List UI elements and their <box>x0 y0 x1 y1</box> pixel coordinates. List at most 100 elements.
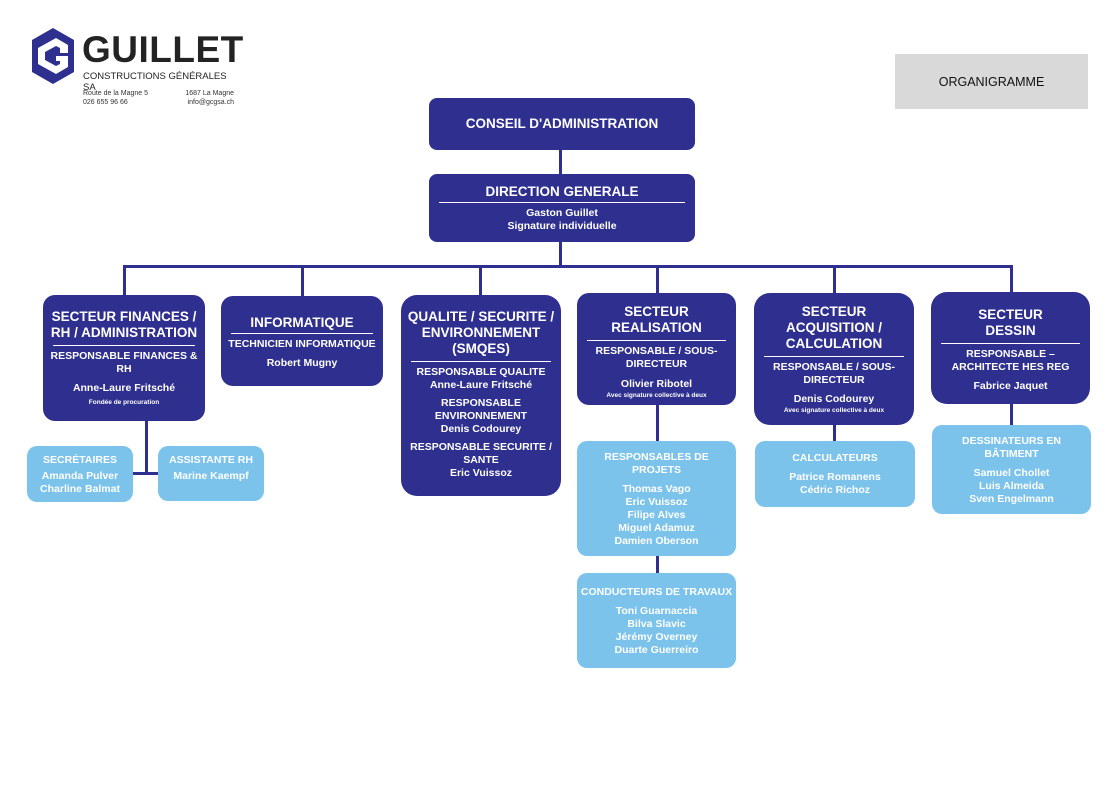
dessin-box: SECTEUR DESSIN RESPONSABLE – ARCHITECTE … <box>931 292 1090 404</box>
list-item: Toni Guarnaccia <box>615 605 698 617</box>
projets-title-line1: RESPONSABLES DE <box>604 451 709 463</box>
dessinateurs-box: DESSINATEURS EN BÂTIMENT Samuel Chollet … <box>932 425 1091 514</box>
dessinateurs-title-line1: DESSINATEURS EN <box>962 435 1061 447</box>
qualite-person3: Eric Vuissoz <box>449 467 513 479</box>
company-phone: 026 655 96 66 <box>83 99 128 106</box>
acquisition-note: Avec signature collective à deux <box>783 407 885 414</box>
secretaires-names: Amanda Pulver Charline Balmat <box>27 470 133 496</box>
list-item: Damien Oberson <box>614 535 699 547</box>
list-item: Duarte Guerreiro <box>614 644 699 656</box>
acquisition-title-line2: ACQUISITION / <box>785 320 882 335</box>
calculateurs-title: CALCULATEURS <box>792 452 878 464</box>
informatique-role: TECHNICIEN INFORMATIQUE <box>228 338 376 350</box>
document-label-text: ORGANIGRAMME <box>938 74 1045 89</box>
secretaires-box: SECRÉTAIRES Amanda Pulver Charline Balma… <box>27 446 133 502</box>
dessinateurs-names: Samuel Chollet Luis Almeida Sven Engelma… <box>932 467 1091 506</box>
board-box: CONSEIL D'ADMINISTRATION <box>429 98 695 150</box>
list-item: Sven Engelmann <box>969 493 1054 505</box>
assistante-box: ASSISTANTE RH Marine Kaempf <box>158 446 264 501</box>
connector-assistante <box>145 472 158 475</box>
connector-qualite <box>479 265 482 295</box>
dessin-person: Fabrice Jaquet <box>973 380 1048 392</box>
dessin-divider <box>941 343 1080 344</box>
connector-realisation-projets <box>656 405 659 441</box>
connector-realisation <box>656 265 659 293</box>
projets-title-line2: PROJETS <box>631 464 681 476</box>
qualite-box: QUALITE / SECURITE / ENVIRONNEMENT (SMQE… <box>401 295 561 496</box>
projets-names: Thomas Vago Eric Vuissoz Filipe Alves Mi… <box>577 483 736 548</box>
acquisition-divider <box>764 356 904 357</box>
finances-title-line2: RH / ADMINISTRATION <box>50 325 198 340</box>
company-name: GUILLET <box>82 29 244 70</box>
connector-acquisition <box>833 265 836 293</box>
list-item: Cédric Richoz <box>799 484 870 496</box>
realisation-role-line2: DIRECTEUR <box>625 358 688 370</box>
conducteurs-names: Toni Guarnaccia Bilva Slavic Jérémy Over… <box>577 605 736 657</box>
acquisition-title-line3: CALCULATION <box>785 336 883 351</box>
informatique-box: INFORMATIQUE TECHNICIEN INFORMATIQUE Rob… <box>221 296 383 386</box>
list-item: Amanda Pulver <box>41 470 119 482</box>
list-item: Luis Almeida <box>979 480 1044 492</box>
qualite-person1: Anne-Laure Fritsché <box>429 379 533 391</box>
list-item: Samuel Chollet <box>973 467 1050 479</box>
calculateurs-names: Patrice Romanens Cédric Richoz <box>755 471 915 497</box>
acquisition-person: Denis Codourey <box>793 393 875 405</box>
dessin-role-line2: ARCHITECTE HES REG <box>951 361 1070 373</box>
connector-acquisition-calculateurs <box>833 425 836 441</box>
realisation-person: Olivier Ribotel <box>620 378 693 390</box>
finances-role-line1: RESPONSABLE FINANCES & <box>50 350 198 362</box>
informatique-person: Robert Mugny <box>266 357 338 369</box>
realisation-title-line2: REALISATION <box>611 320 702 335</box>
list-item: Charline Balmat <box>40 483 120 495</box>
direction-note: Signature individuelle <box>507 220 617 232</box>
assistante-title: ASSISTANTE RH <box>169 454 253 466</box>
connector-finances <box>123 265 126 295</box>
finances-person: Anne-Laure Fritsché <box>72 382 176 394</box>
direction-box: DIRECTION GENERALE Gaston Guillet Signat… <box>429 174 695 242</box>
dessin-role-line1: RESPONSABLE – <box>966 348 1055 360</box>
dessin-title-line1: SECTEUR <box>978 307 1043 322</box>
direction-title: DIRECTION GENERALE <box>485 184 639 199</box>
qualite-role2-line2: ENVIRONNEMENT <box>434 410 528 422</box>
qualite-title-line3: (SMQES) <box>452 341 510 356</box>
document-label: ORGANIGRAMME <box>895 54 1088 109</box>
secretaires-title: SECRÉTAIRES <box>43 454 117 466</box>
list-item: Jérémy Overney <box>615 631 698 643</box>
company-logo: GUILLET CONSTRUCTIONS GÉNÉRALES SA Route… <box>30 26 243 110</box>
projets-box: RESPONSABLES DE PROJETS Thomas Vago Eric… <box>577 441 736 556</box>
conducteurs-title: CONDUCTEURS DE TRAVAUX <box>580 586 733 598</box>
qualite-title-line1: QUALITE / SECURITE / <box>407 309 555 324</box>
connector-secretaires <box>133 472 148 475</box>
acquisition-box: SECTEUR ACQUISITION / CALCULATION RESPON… <box>754 293 914 425</box>
direction-person: Gaston Guillet <box>526 207 598 219</box>
qualite-divider <box>411 361 551 362</box>
acquisition-role-line2: DIRECTEUR <box>803 374 865 386</box>
acquisition-title-line1: SECTEUR <box>801 304 867 319</box>
realisation-role-line1: RESPONSABLE / SOUS- <box>595 345 718 357</box>
guillet-g-logo-icon <box>32 28 74 84</box>
company-address: Route de la Magne 5 <box>83 90 148 97</box>
acquisition-role-line1: RESPONSABLE / SOUS- <box>773 361 895 373</box>
company-subtitle: CONSTRUCTIONS GÉNÉRALES SA <box>83 71 227 93</box>
conducteurs-box: CONDUCTEURS DE TRAVAUX Toni Guarnaccia B… <box>577 573 736 668</box>
qualite-role3-line2: SANTE <box>463 454 499 466</box>
realisation-title-line1: SECTEUR <box>624 304 689 319</box>
assistante-names: Marine Kaempf <box>158 470 264 483</box>
list-item: Patrice Romanens <box>789 471 881 483</box>
dessinateurs-title-line2: BÂTIMENT <box>984 448 1039 460</box>
realisation-box: SECTEUR REALISATION RESPONSABLE / SOUS- … <box>577 293 736 405</box>
finances-title-line1: SECTEUR FINANCES / <box>51 309 197 324</box>
direction-divider <box>439 202 685 203</box>
list-item: Bilva Slavic <box>627 618 686 630</box>
qualite-person2: Denis Codourey <box>440 423 522 435</box>
list-item: Thomas Vago <box>622 483 691 495</box>
qualite-title-line2: ENVIRONNEMENT <box>421 325 541 340</box>
qualite-role3-line1: RESPONSABLE SECURITE / <box>410 441 552 453</box>
informatique-divider <box>231 333 373 334</box>
company-email: info@gcgsa.ch <box>187 99 234 106</box>
list-item: Marine Kaempf <box>173 470 249 482</box>
connector-dessin-dessinateurs <box>1010 404 1013 425</box>
list-item: Filipe Alves <box>627 509 686 521</box>
connector-projets-conducteurs <box>656 556 659 573</box>
qualite-role1: RESPONSABLE QUALITE <box>416 366 546 378</box>
